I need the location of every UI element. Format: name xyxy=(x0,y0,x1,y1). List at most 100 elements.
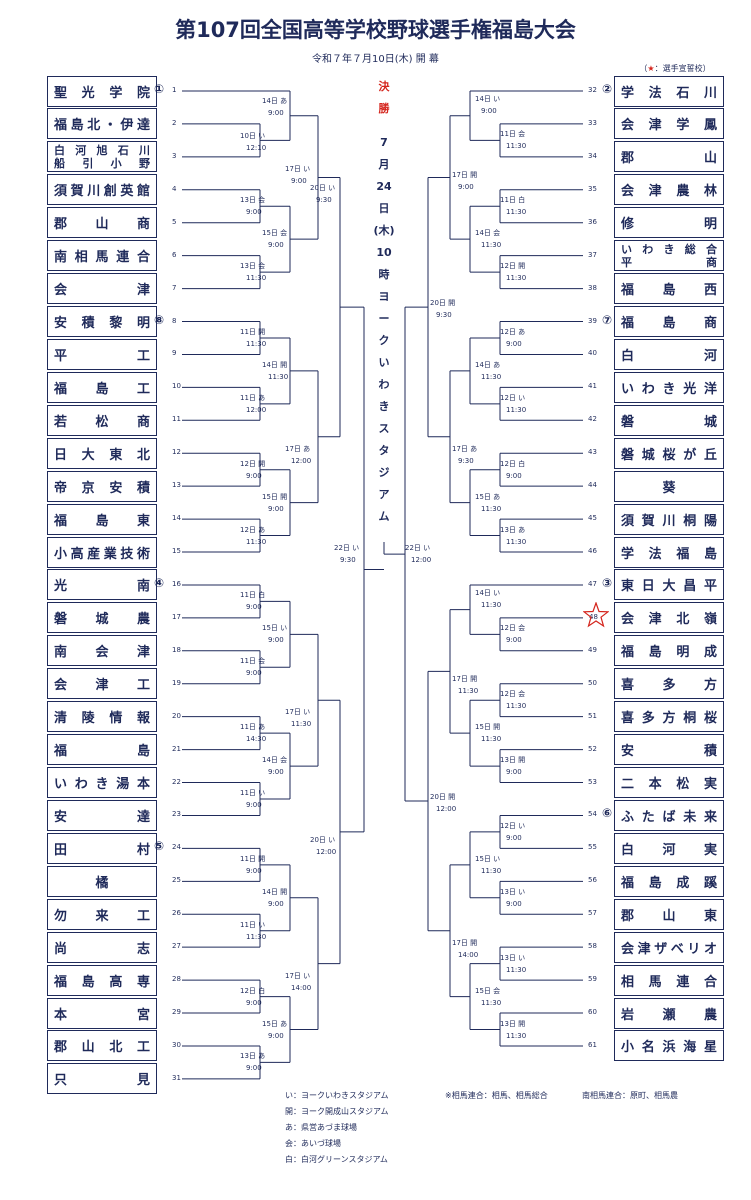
game-date-venue: 17日 あ xyxy=(285,444,311,453)
team-name: 福島工 xyxy=(54,381,150,397)
seed-mark-right-2: ⑦ xyxy=(602,312,613,327)
team-box-left-14: 福島東 xyxy=(47,503,157,535)
team-name: 福島北・伊達 xyxy=(54,118,150,134)
team-name: 安積 xyxy=(621,744,717,760)
seed-mark-left-3: ④ xyxy=(154,575,165,590)
draw-number: 56 xyxy=(588,876,597,885)
team-name: 安積黎明 xyxy=(54,316,150,331)
final-date-char: 時 xyxy=(378,268,390,281)
team-name: 郡山北工 xyxy=(54,1040,150,1056)
team-name: 会津ザベリオ xyxy=(621,941,717,957)
game-time: 11:30 xyxy=(481,504,502,513)
game-date-venue: 14日 あ xyxy=(475,360,501,369)
team-name: 会津学鳳 xyxy=(621,118,717,134)
game-date-venue: 12日 い xyxy=(500,393,526,402)
game-date-venue: 12日 あ xyxy=(240,525,266,534)
legend-venue-kai: 開：ヨーク開成山スタジアム xyxy=(285,1107,389,1116)
game-time: 9:30 xyxy=(458,456,474,465)
team-name: 福島成蹊 xyxy=(621,875,717,891)
final-date-char: わ xyxy=(378,378,390,391)
game-time: 14:00 xyxy=(291,983,312,992)
team-name: 学法福島 xyxy=(621,546,717,562)
draw-number: 48 xyxy=(589,612,598,621)
game-date-venue: 17日 あ xyxy=(452,444,478,453)
team-name: 若松商 xyxy=(54,414,150,430)
draw-number: 42 xyxy=(588,415,597,424)
team-box-right-6: いわき総合平商 xyxy=(614,240,724,272)
team-box-right-14: 須賀川桐陽 xyxy=(614,503,724,535)
team-name: 安達 xyxy=(54,809,150,825)
final-spacer xyxy=(366,120,402,132)
team-box-left-5: 郡山商 xyxy=(47,207,157,239)
team-name: 清陵情報 xyxy=(54,711,150,727)
seed-mark-right-3: ③ xyxy=(602,575,613,590)
game-date-venue: 14日 開 xyxy=(262,887,288,896)
team-box-right-30: 小名浜海星 xyxy=(614,1030,724,1062)
game-time: 11:30 xyxy=(246,932,267,941)
game-time: 11:30 xyxy=(458,687,479,696)
seed-mark-left-2: ⑧ xyxy=(154,312,165,327)
draw-number: 43 xyxy=(588,448,597,457)
game-date-venue: 15日 開 xyxy=(475,723,501,732)
game-time: 11:30 xyxy=(506,142,527,151)
game-date-venue: 12日 白 xyxy=(240,986,266,995)
team-box-right-5: 修明 xyxy=(614,207,724,239)
team-box-right-26: 郡山東 xyxy=(614,898,724,930)
legend-note-minamisoma: 南相馬連合：原町、相馬農 xyxy=(582,1091,678,1100)
game-date-venue: 11日 白 xyxy=(240,591,266,600)
team-name: 会津北嶺 xyxy=(621,612,717,628)
team-box-left-16: 光南 xyxy=(47,569,157,601)
game-date-venue: 17日 開 xyxy=(452,675,478,684)
game-label-l28: 12日 白 9:00 xyxy=(240,985,265,1009)
final-date-char: い xyxy=(378,356,390,369)
team-box-right-12: 磐城桜が丘 xyxy=(614,437,724,469)
team-name: 南会津 xyxy=(54,645,150,661)
team-box-left-12: 日大東北 xyxy=(47,437,157,469)
team-box-left-26: 勿来工 xyxy=(47,898,157,930)
final-label-char: 決 xyxy=(378,80,390,93)
team-box-right-9: 白河 xyxy=(614,338,724,370)
team-name: いわき湯本 xyxy=(54,777,150,793)
draw-number: 46 xyxy=(588,547,597,556)
game-date-venue: 15日 会 xyxy=(262,229,288,238)
team-name: ふたば未来 xyxy=(621,809,717,825)
team-name: 本宮 xyxy=(54,1007,150,1023)
game-date-venue: 12日 い xyxy=(500,821,526,830)
team-name: 福島高専 xyxy=(54,974,150,990)
game-time: 12:00 xyxy=(436,804,457,813)
final-date-char: 7 xyxy=(380,136,388,149)
opening-date: 令和７年７月10日(木) 開 幕 xyxy=(312,54,439,65)
game-time: 12:10 xyxy=(246,144,267,153)
team-name: 尚志 xyxy=(54,941,150,957)
legend-venue-a: あ：県営あづま球場 xyxy=(285,1123,357,1132)
team-name: 福島商 xyxy=(621,316,717,331)
game-date-venue: 11日 会 xyxy=(500,130,526,139)
team-box-left-11: 若松商 xyxy=(47,404,157,436)
team-name: 福島明成 xyxy=(621,645,717,661)
team-name: 須賀川桐陽 xyxy=(621,513,717,529)
team-name: 磐城桜が丘 xyxy=(621,447,717,463)
team-box-right-25: 福島成蹊 xyxy=(614,865,724,897)
team-box-left-8: 安積黎明 xyxy=(47,306,157,337)
game-time: 9:00 xyxy=(246,998,262,1007)
draw-number: 24 xyxy=(172,843,181,852)
draw-number: 47 xyxy=(588,579,597,588)
team-name: 葵 xyxy=(662,480,676,496)
team-name: 小名浜海星 xyxy=(621,1040,717,1056)
team-name: 小高産業技術 xyxy=(54,546,150,562)
game-date-venue: 17日 開 xyxy=(452,938,478,947)
